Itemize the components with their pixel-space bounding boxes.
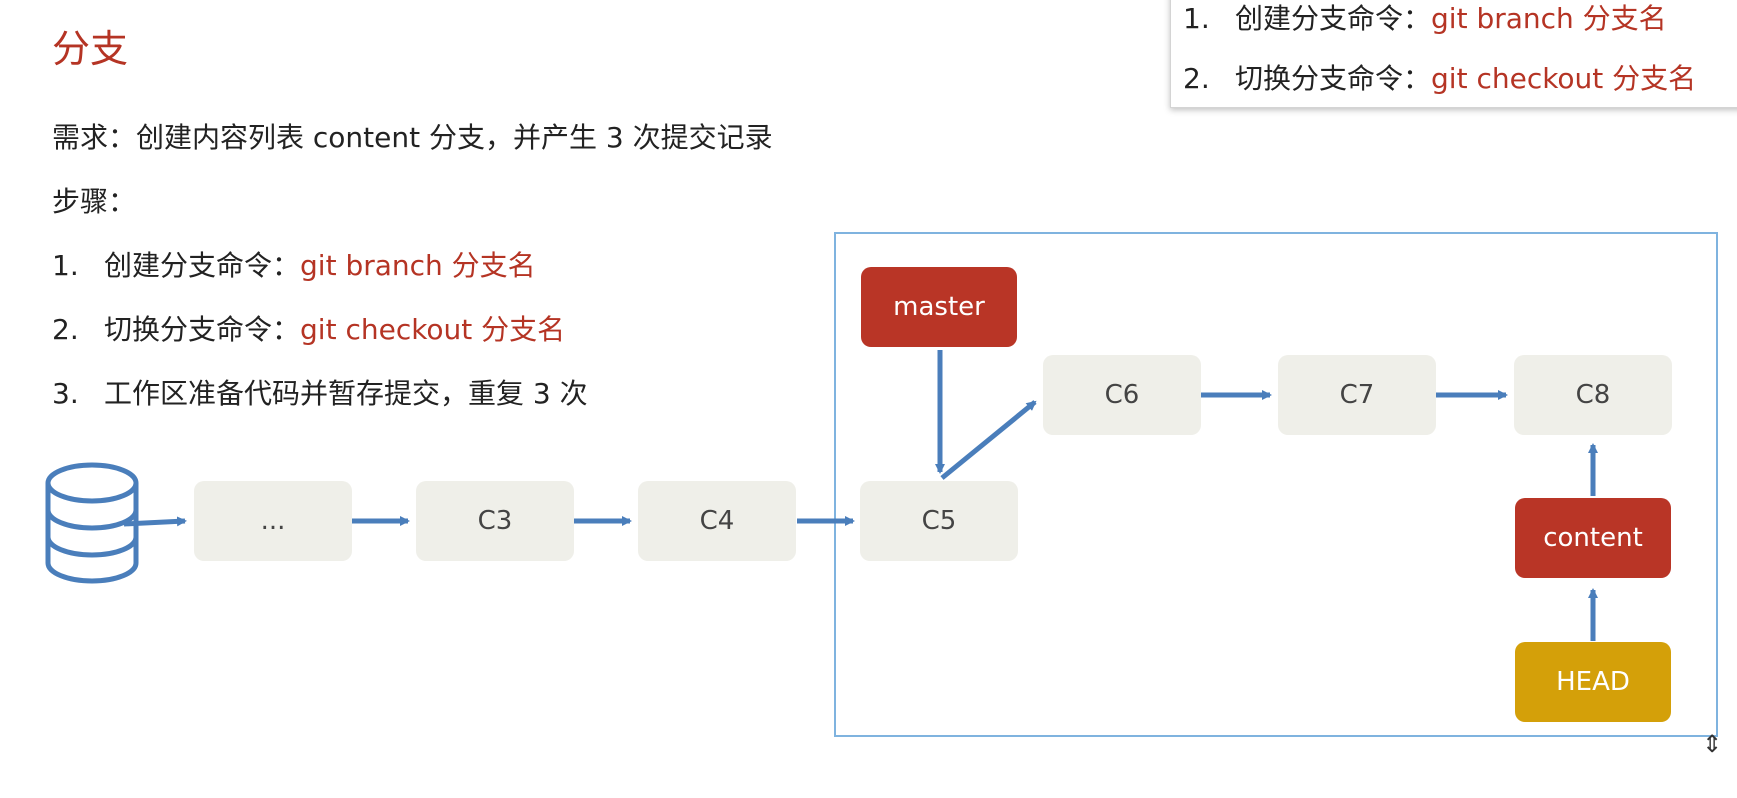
arrow-repo-to-ellipsis — [123, 516, 187, 527]
step-command: git checkout 分支名 — [300, 313, 566, 346]
step-text: 创建分支命令： — [104, 249, 301, 282]
step-2: 2. 切换分支命令：git checkout 分支名 — [52, 308, 565, 348]
commit-ellipsis: ... — [194, 481, 352, 561]
popup-item-command: git branch 分支名 — [1431, 2, 1667, 35]
arrow-c5-to-c6 — [940, 400, 1037, 480]
popup-item-command: git checkout 分支名 — [1431, 62, 1697, 95]
popup-item-text: 切换分支命令： — [1235, 62, 1432, 95]
step-number: 2. — [52, 313, 79, 346]
popup-item-number: 2. — [1183, 62, 1210, 95]
commit-c4: C4 — [638, 481, 796, 561]
resize-cursor-icon: ⇕ — [1702, 730, 1723, 758]
step-command: git branch 分支名 — [300, 249, 536, 282]
branch-content: content — [1515, 498, 1671, 578]
steps-label: 步骤： — [52, 185, 137, 218]
branch-master: master — [861, 267, 1017, 347]
step-number: 1. — [52, 249, 79, 282]
popup-item-2: 2. 切换分支命令：git checkout 分支名 — [1183, 57, 1696, 97]
step-text: 工作区准备代码并暂存提交，重复 3 次 — [104, 377, 588, 410]
head-pointer: HEAD — [1515, 642, 1671, 722]
commit-c8: C8 — [1514, 355, 1672, 435]
commit-c7: C7 — [1278, 355, 1436, 435]
popup-item-number: 1. — [1183, 2, 1210, 35]
database-icon — [45, 462, 139, 584]
step-number: 3. — [52, 377, 79, 410]
commit-c3: C3 — [416, 481, 574, 561]
step-text: 切换分支命令： — [104, 313, 301, 346]
commands-popup: 1. 创建分支命令：git branch 分支名 2. 切换分支命令：git che… — [1170, 0, 1737, 108]
requirement-text: 需求：创建内容列表 content 分支，并产生 3 次提交记录 — [52, 121, 773, 154]
commit-c6: C6 — [1043, 355, 1201, 435]
slide-title: 分支 — [52, 27, 129, 71]
popup-item-1: 1. 创建分支命令：git branch 分支名 — [1183, 0, 1667, 37]
popup-item-text: 创建分支命令： — [1235, 2, 1432, 35]
commit-c5: C5 — [860, 481, 1018, 561]
step-1: 1. 创建分支命令：git branch 分支名 — [52, 244, 536, 284]
step-3: 3. 工作区准备代码并暂存提交，重复 3 次 — [52, 372, 588, 412]
